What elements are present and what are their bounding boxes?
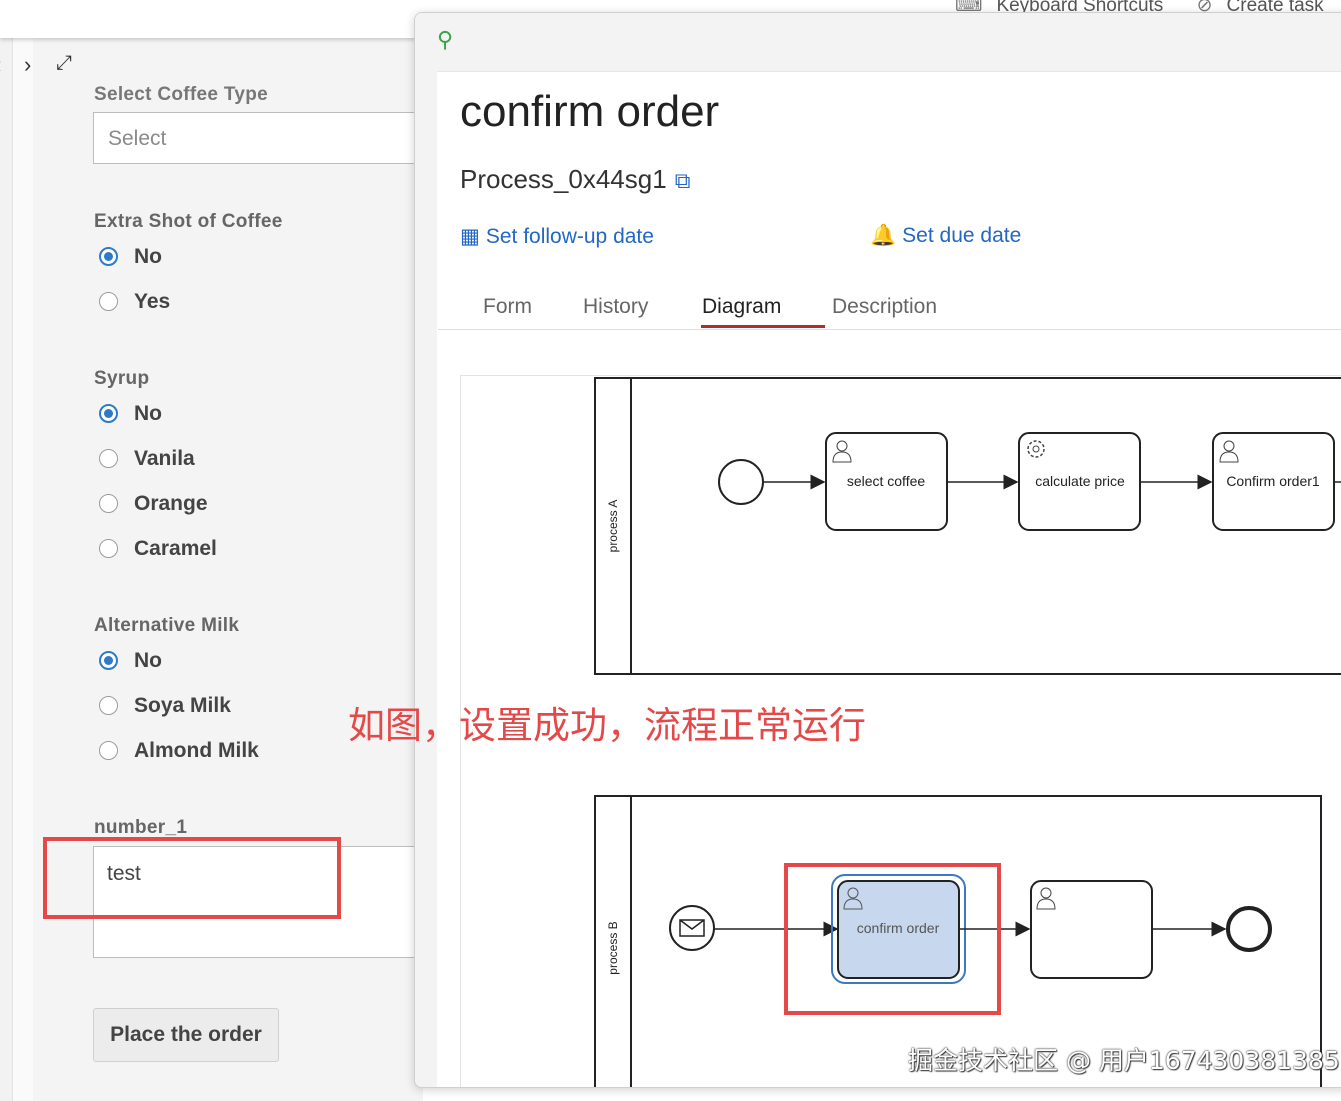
syrup-option-caramel: Caramel: [134, 537, 217, 560]
expand-icon[interactable]: ⤢: [56, 52, 72, 74]
number-1-label: number_1: [94, 817, 188, 838]
syrup-option-vanila: Vanila: [134, 447, 195, 470]
bpmn-diagram: process A select coffee calculate p: [594, 377, 1341, 1087]
annotation-highlight-box: [43, 837, 341, 919]
milk-radio-almond[interactable]: [99, 741, 118, 760]
extra-shot-option-yes: Yes: [134, 290, 171, 313]
syrup-radio-caramel[interactable]: [99, 539, 118, 558]
calendar-icon: ▦: [460, 225, 480, 248]
milk-option-almond: Almond Milk: [134, 739, 259, 762]
task-confirm-order1-label: Confirm order1: [1226, 473, 1320, 489]
syrup-radio-orange[interactable]: [99, 494, 118, 513]
tab-history[interactable]: History: [583, 295, 649, 318]
milk-radio-no[interactable]: [99, 651, 118, 670]
number-1-value: test: [107, 862, 141, 885]
message-start-event[interactable]: [669, 905, 715, 951]
tab-description[interactable]: Description: [832, 295, 938, 318]
pin-icon[interactable]: ⚲: [437, 27, 454, 52]
user-icon: [1219, 440, 1239, 463]
pool-a-label: process A: [606, 500, 620, 553]
extra-shot-radio-yes[interactable]: [99, 292, 118, 311]
tab-form[interactable]: Form: [483, 295, 532, 318]
place-order-button[interactable]: Place the order: [93, 1008, 279, 1062]
set-follow-up-date-link[interactable]: ▦Set follow-up date: [460, 224, 654, 249]
task-calculate-price[interactable]: calculate price: [1018, 432, 1141, 531]
chevron-left-icon[interactable]: ‹: [0, 52, 1, 78]
end-event-b[interactable]: [1226, 906, 1272, 952]
pool-b-label: process B: [606, 921, 620, 974]
coffee-type-select-value: Select: [108, 127, 167, 150]
user-icon: [843, 887, 863, 910]
task-confirm-order-label: confirm order: [857, 920, 940, 936]
envelope-icon: [679, 919, 705, 937]
annotation-text: 如图，设置成功，流程正常运行: [348, 704, 866, 747]
left-gutter: [13, 38, 33, 1101]
task-tabs: Form History Diagram Description: [438, 283, 1341, 330]
extra-shot-label: Extra Shot of Coffee: [94, 211, 283, 232]
coffee-type-select[interactable]: Select: [93, 112, 423, 164]
form-toolbar: ‹ › ⤢: [0, 48, 410, 88]
syrup-option-orange: Orange: [134, 492, 208, 515]
task-confirm-order1[interactable]: Confirm order1: [1212, 432, 1335, 531]
panel-side-strip: [415, 71, 437, 1087]
watermark-text: 掘金技术社区 @ 用户167430381385: [908, 1046, 1340, 1075]
user-icon: [1036, 887, 1056, 910]
task-list-edge: [0, 38, 13, 1101]
bpmn-diagram-canvas[interactable]: process A select coffee calculate p: [460, 375, 1341, 1087]
task-calculate-price-label: calculate price: [1035, 473, 1125, 489]
syrup-option-no: No: [134, 402, 162, 425]
set-due-date-label: Set due date: [902, 224, 1022, 247]
task-select-coffee[interactable]: select coffee: [825, 432, 948, 531]
syrup-label: Syrup: [94, 368, 150, 389]
milk-label: Alternative Milk: [94, 615, 240, 636]
chevron-right-icon[interactable]: ›: [24, 52, 32, 77]
user-icon: [832, 440, 852, 463]
extra-shot-option-no: No: [134, 245, 162, 268]
milk-option-soya: Soya Milk: [134, 694, 231, 717]
task-confirm-order-active[interactable]: confirm order: [831, 874, 966, 984]
set-follow-up-date-label: Set follow-up date: [485, 225, 654, 248]
task-unnamed[interactable]: [1030, 880, 1153, 979]
task-title: confirm order: [460, 87, 720, 136]
start-event-a[interactable]: [718, 459, 764, 505]
process-key-line: Process_0x44sg1 ⧉: [460, 164, 690, 195]
syrup-radio-no[interactable]: [99, 404, 118, 423]
task-detail-panel: ⚲ confirm order Process_0x44sg1 ⧉ ▦Set fo…: [414, 12, 1341, 1088]
external-link-icon[interactable]: ⧉: [674, 168, 691, 193]
bell-icon: 🔔: [870, 224, 897, 247]
syrup-radio-vanila[interactable]: [99, 449, 118, 468]
extra-shot-radio-no[interactable]: [99, 247, 118, 266]
coffee-type-label: Select Coffee Type: [94, 84, 268, 105]
milk-option-no: No: [134, 649, 162, 672]
number-1-textarea[interactable]: test: [93, 846, 423, 958]
process-key-link[interactable]: Process_0x44sg1: [460, 164, 667, 194]
active-tab-indicator: [701, 325, 825, 328]
panel-header: ⚲: [415, 13, 1341, 72]
gear-icon: [1027, 440, 1045, 458]
task-select-coffee-label: select coffee: [847, 473, 926, 489]
milk-radio-soya[interactable]: [99, 696, 118, 715]
annotation-highlight-task: [784, 863, 1001, 1015]
tab-diagram[interactable]: Diagram: [702, 295, 782, 318]
set-due-date-link[interactable]: 🔔Set due date: [870, 224, 1021, 248]
